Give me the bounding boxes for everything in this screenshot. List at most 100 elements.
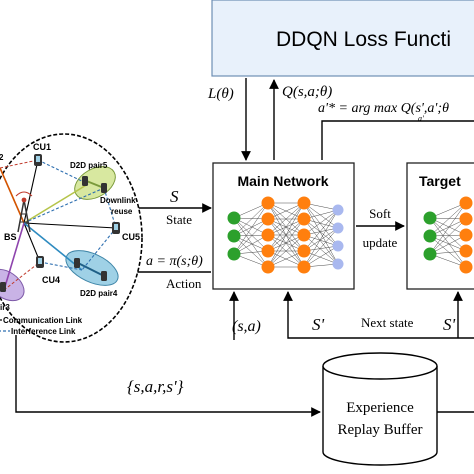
target-net-connection: [429, 217, 467, 252]
main-net-connection: [233, 217, 269, 252]
target-net-neuron-layer1: [423, 247, 437, 261]
target-network-box: Target: [406, 162, 474, 290]
target-net-neuron-layer1: [423, 211, 437, 225]
main-net-neuron-layer2: [261, 212, 275, 226]
target-net-connection: [429, 218, 467, 237]
main-net-neuron-layer4: [332, 240, 344, 252]
left-partial-label: 2: [0, 153, 4, 162]
target-net-connection: [429, 234, 467, 255]
q-value-label: Q(s,a;θ): [282, 84, 332, 100]
loss-function-box: DDQN Loss Functi: [211, 0, 474, 77]
argmax-subscript: a': [418, 114, 424, 123]
soft-update-edge: Soft update: [356, 206, 405, 250]
target-net-connection: [429, 202, 467, 237]
reuse-label: reuse: [111, 207, 133, 216]
legend-interference: Interference Link: [11, 327, 76, 336]
d2d-pair4-label: D2D pair4: [80, 289, 118, 298]
cu4-label: CU4: [42, 275, 60, 285]
main-net-connection: [303, 209, 339, 268]
target-net-connection: [429, 218, 467, 255]
main-net-neuron-layer4: [332, 204, 344, 216]
main-net-neuron-layer2: [261, 228, 275, 242]
target-net-connection: [429, 235, 467, 268]
main-net-neuron-layer4: [332, 258, 344, 270]
cu1-user-icon: [34, 154, 42, 166]
next-state-symbol-right: S': [443, 315, 456, 334]
main-network-neural-net: [227, 196, 344, 274]
pair3-partial-label: ir3: [0, 303, 10, 312]
replay-buffer-line1: Experience: [346, 400, 414, 416]
main-net-neuron-layer3: [297, 228, 311, 242]
target-network-label: Target: [419, 173, 461, 189]
next-state-label: Next state: [361, 315, 414, 330]
main-net-connection: [303, 202, 339, 247]
main-net-connection: [267, 202, 305, 220]
main-net-connection: [267, 250, 305, 268]
base-station-icon: [15, 191, 33, 233]
main-net-connection: [303, 202, 339, 229]
state-label: State: [166, 212, 192, 227]
link-legend: Communication Link Interference Link: [0, 316, 83, 336]
main-net-connection: [267, 234, 305, 268]
state-action-label: (s,a): [232, 318, 261, 335]
next-state-symbol: S': [312, 315, 325, 334]
main-net-neuron-layer2: [261, 260, 275, 274]
target-net-neuron-layer2: [459, 196, 473, 210]
loss-theta-label: L(θ): [207, 86, 234, 102]
target-net-neuron-layer2: [459, 260, 473, 274]
main-net-connection: [233, 218, 269, 255]
main-net-connection: [233, 235, 269, 268]
d2d-pair4-devices-icon: [74, 258, 107, 281]
environment-network: 2 CU1 D2D pair5 Downlink reuse CU5 BS CU…: [0, 133, 143, 343]
main-net-connection: [267, 202, 305, 252]
main-net-connection: [303, 218, 339, 265]
main-network-label: Main Network: [237, 173, 328, 189]
main-net-connection: [303, 227, 339, 268]
main-net-neuron-layer2: [261, 244, 275, 258]
action-edge: a = π(s;θ) Action: [111, 254, 211, 291]
d2d-pair5-label: D2D pair5: [70, 161, 108, 170]
soft-update-label-2: update: [363, 235, 398, 250]
target-net-neuron-layer2: [459, 228, 473, 242]
d2d-pair3-devices-icon: [0, 282, 6, 292]
target-net-connection: [429, 217, 467, 268]
legend-communication: Communication Link: [3, 316, 83, 325]
cu5-user-icon: [112, 222, 120, 234]
next-state-edge: S' Next state S': [283, 291, 474, 339]
main-net-neuron-layer1: [227, 229, 241, 243]
main-net-connection: [303, 202, 339, 265]
state-action-edge: (s,a): [229, 291, 261, 340]
replay-buffer: Experience Replay Buffer: [322, 352, 438, 466]
main-net-neuron-layer4: [332, 222, 344, 234]
main-net-connection: [233, 202, 269, 237]
cu1-label: CU1: [33, 142, 51, 152]
d2d-pair5-devices-icon: [82, 176, 107, 193]
loss-theta-edge: L(θ): [207, 78, 251, 161]
replay-buffer-line2: Replay Buffer: [337, 422, 422, 438]
main-net-connection: [233, 217, 269, 268]
main-net-connection: [303, 245, 339, 268]
target-net-neuron-layer1: [423, 229, 437, 243]
target-net-connection: [429, 217, 467, 236]
action-formula: a = π(s;θ): [146, 254, 203, 269]
main-net-neuron-layer1: [227, 211, 241, 225]
target-net-neuron-layer2: [459, 244, 473, 258]
main-net-connection: [233, 202, 269, 255]
bs-label: BS: [4, 232, 17, 242]
action-label: Action: [166, 276, 202, 291]
target-network-neural-net: [423, 196, 473, 274]
argmax-label: a'* = arg max Q(s',a';θ: [318, 101, 449, 116]
target-net-neuron-layer2: [459, 212, 473, 226]
main-net-neuron-layer3: [297, 260, 311, 274]
argmax-edge: a'* = arg max Q(s',a';θ a': [318, 101, 474, 160]
loss-function-label: DDQN Loss Functi: [276, 28, 451, 51]
main-network-box: Main Network: [212, 162, 355, 290]
main-net-neuron-layer3: [297, 244, 311, 258]
downlink-label: Downlink: [100, 196, 136, 205]
cu4-user-icon: [36, 256, 44, 268]
soft-update-label-1: Soft: [369, 206, 391, 221]
main-net-connection: [303, 218, 339, 247]
main-net-connection: [303, 209, 339, 236]
main-net-connection: [303, 227, 339, 252]
